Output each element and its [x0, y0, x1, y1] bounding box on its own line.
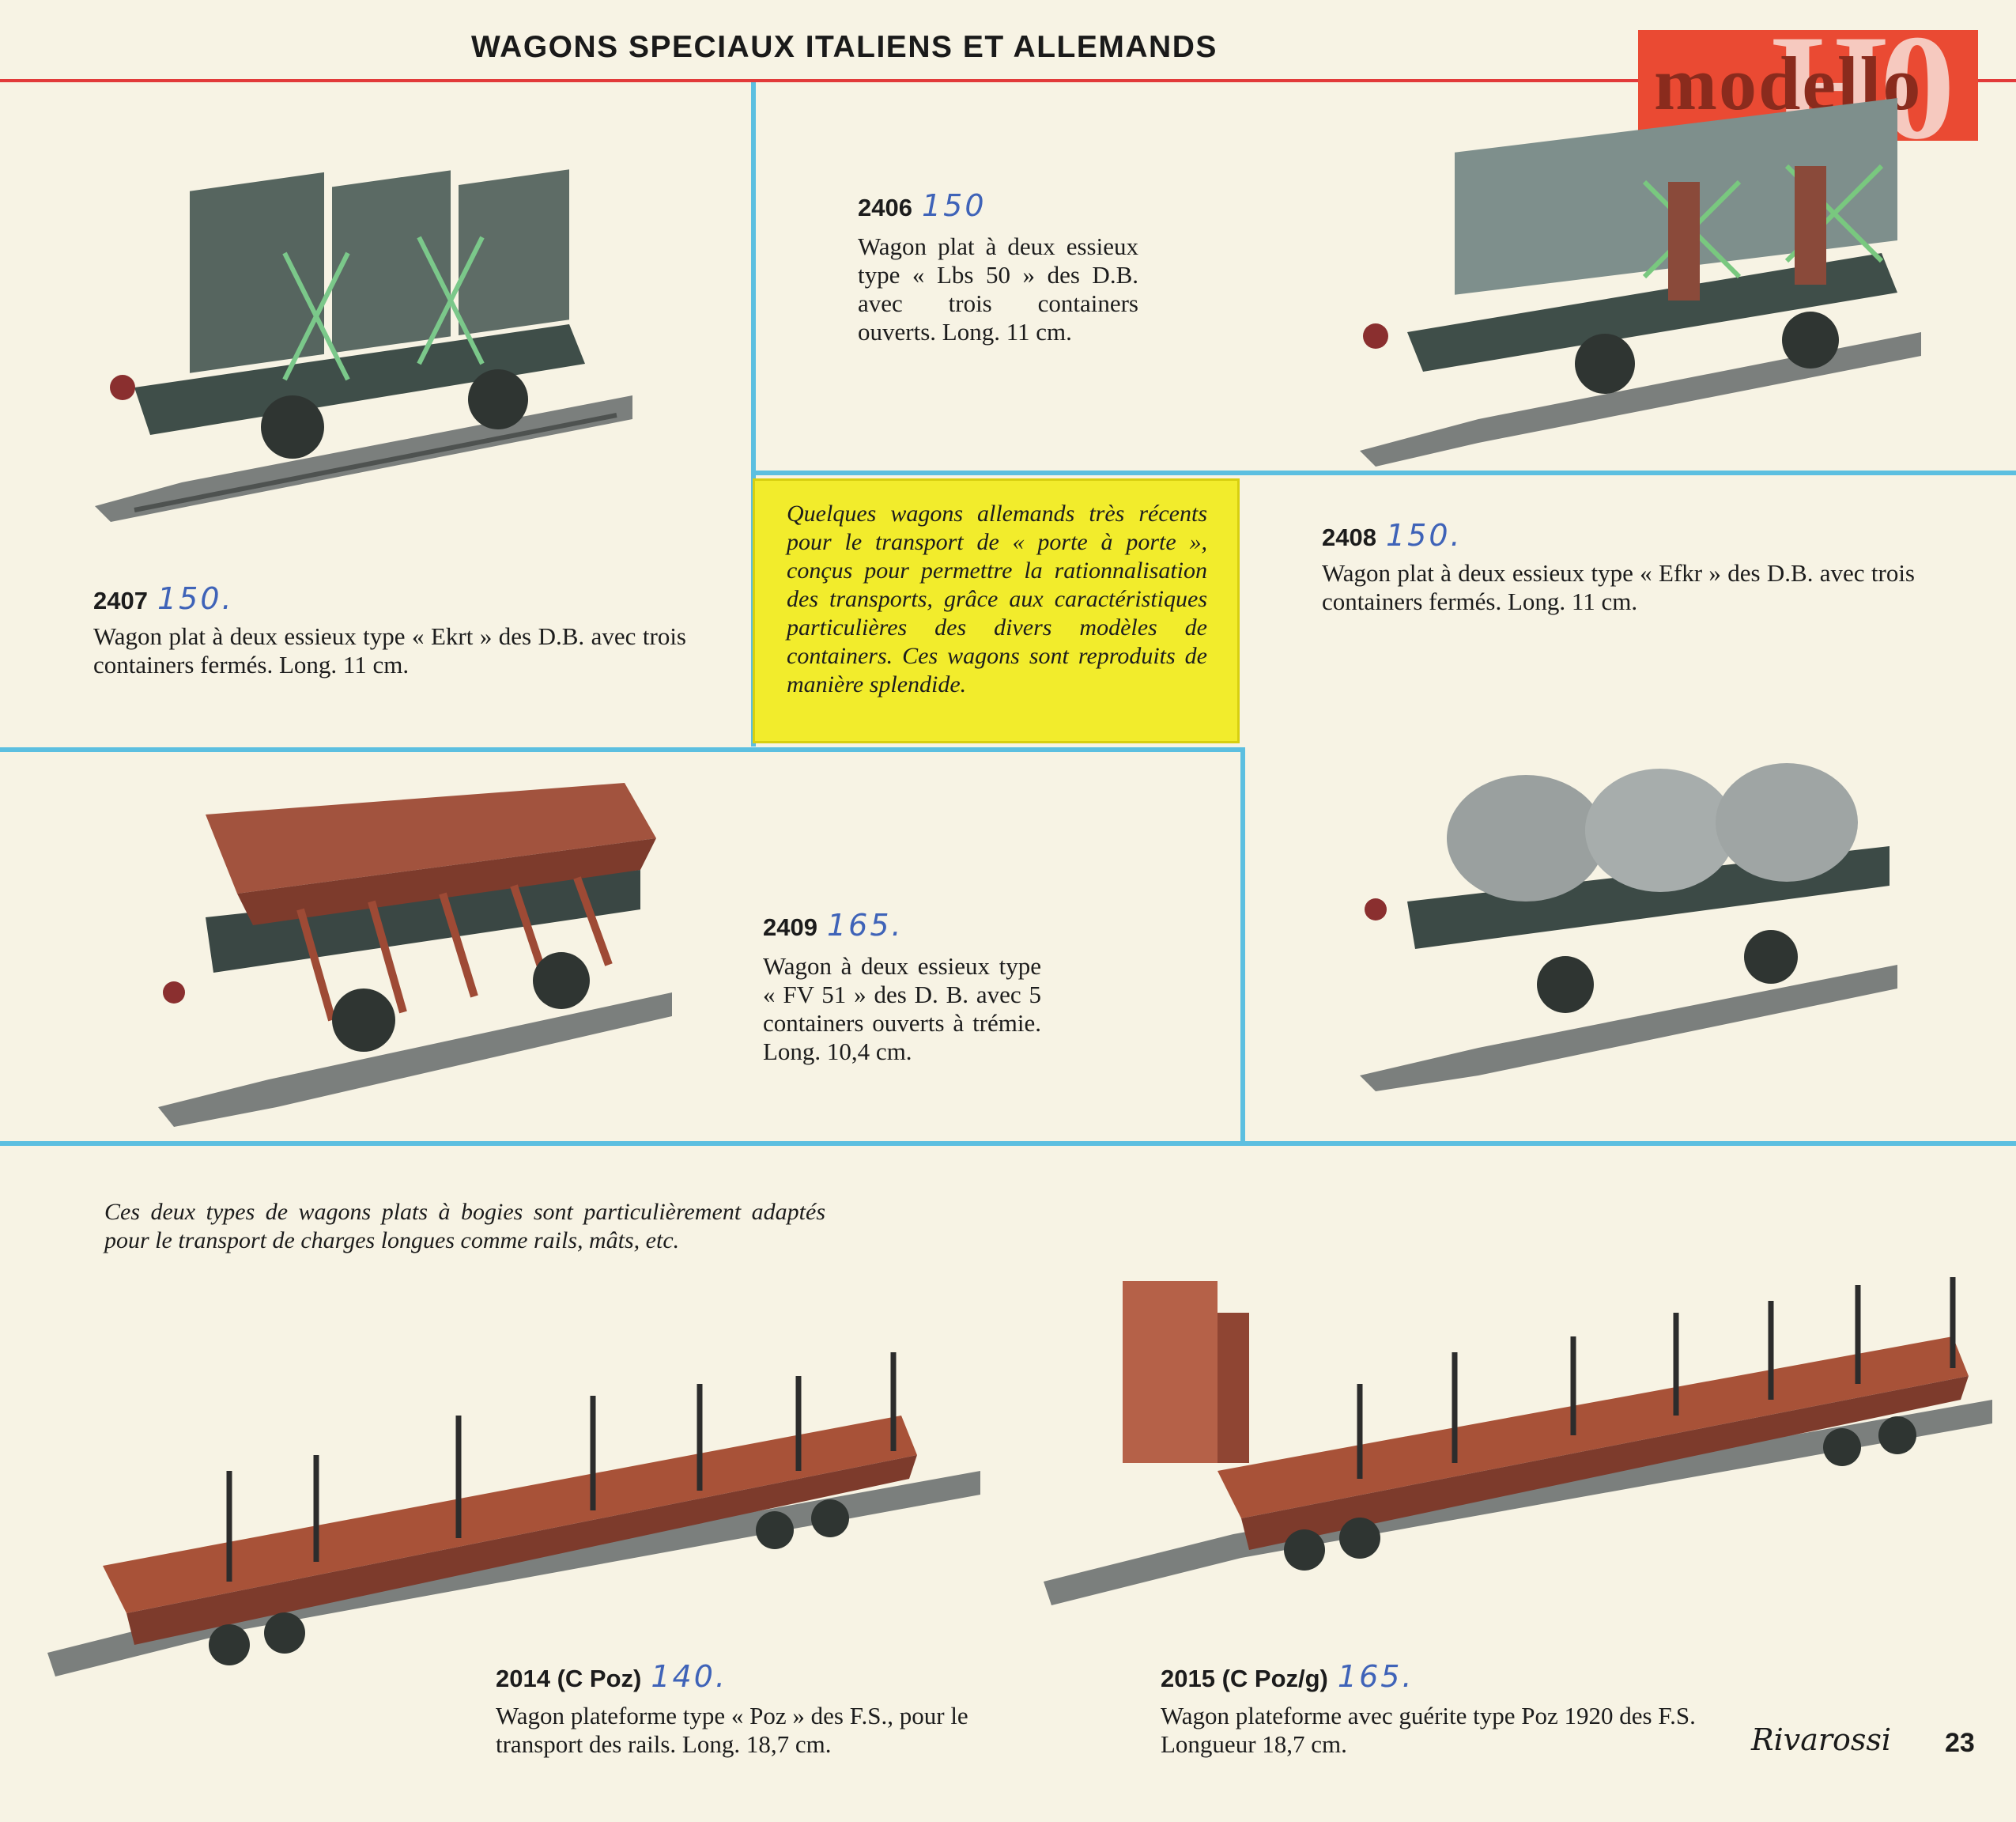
- german-wagons-note: Quelques wagons allemands très récents p…: [787, 501, 1207, 697]
- item-2014-header: 2014 (C Poz) 140.: [496, 1659, 1010, 1694]
- item-2407: 2407 150. Wagon plat à deux essieux type …: [93, 581, 686, 679]
- handwritten-price: 150.: [1385, 518, 1463, 553]
- item-description: Wagon plat à deux essieux type « Lbs 50 …: [858, 232, 1138, 346]
- item-description: Wagon plateforme avec guérite type Poz 1…: [1161, 1702, 1696, 1758]
- item-description: Wagon à deux essieux type « FV 51 » des …: [763, 952, 1041, 1065]
- handwritten-price: 165.: [826, 908, 904, 943]
- grid-line-h2: [0, 747, 1245, 752]
- item-2407-header: 2407 150.: [93, 581, 686, 616]
- item-2406-header: 2406 150: [858, 188, 1138, 223]
- item-code: 2015 (C Poz/g): [1161, 1665, 1328, 1692]
- grid-line-h1: [751, 471, 2016, 475]
- item-code: 2014 (C Poz): [496, 1665, 642, 1692]
- bogie-wagons-note: Ces deux types de wagons plats à bogies …: [104, 1199, 825, 1253]
- page-number: 23: [1945, 1728, 1975, 1758]
- german-wagons-note-box: Quelques wagons allemands très récents p…: [753, 478, 1240, 743]
- item-code: 2408: [1322, 524, 1376, 551]
- item-2406: 2406 150 Wagon plat à deux essieux type «…: [858, 188, 1138, 346]
- item-description: Wagon plat à deux essieux type « Ekrt » …: [93, 622, 686, 679]
- grid-line-v2: [1240, 747, 1245, 1143]
- wagon-2406-image: [1360, 98, 1921, 467]
- handwritten-price: 150.: [157, 581, 234, 616]
- item-description: Wagon plat à deux essieux type « Efkr » …: [1322, 559, 1915, 615]
- wagon-2015-image: [1044, 1277, 1992, 1605]
- handwritten-price: 140.: [651, 1659, 727, 1694]
- wagon-2409-image: [158, 783, 672, 1127]
- grid-line-v1: [751, 82, 756, 747]
- header-rule: [0, 79, 2016, 82]
- item-2408-header: 2408 150.: [1322, 518, 1915, 553]
- item-description: Wagon plateforme type « Poz » des F.S., …: [496, 1702, 968, 1758]
- rivarossi-signature: Rivarossi: [1751, 1722, 1892, 1757]
- item-2409-header: 2409 165.: [763, 908, 1041, 943]
- page-title: WAGONS SPECIAUX ITALIENS ET ALLEMANDS: [471, 30, 1218, 64]
- handwritten-price: 165.: [1337, 1659, 1414, 1694]
- item-code: 2406: [858, 194, 912, 221]
- wagon-2407-image: [95, 169, 632, 522]
- grid-line-h3: [0, 1141, 2016, 1146]
- item-2015-header: 2015 (C Poz/g) 165.: [1161, 1659, 1769, 1694]
- item-2408: 2408 150. Wagon plat à deux essieux type …: [1322, 518, 1915, 616]
- item-2409: 2409 165. Wagon à deux essieux type « FV …: [763, 908, 1041, 1066]
- item-code: 2407: [93, 587, 148, 614]
- item-2015: 2015 (C Poz/g) 165. Wagon plateforme avec…: [1161, 1659, 1769, 1759]
- wagon-2408-image: [1360, 763, 1897, 1091]
- handwritten-price: 150: [921, 188, 987, 223]
- item-2014: 2014 (C Poz) 140. Wagon plateforme type «…: [496, 1659, 1010, 1759]
- item-code: 2409: [763, 913, 817, 941]
- wagon-2014-image: [47, 1352, 980, 1676]
